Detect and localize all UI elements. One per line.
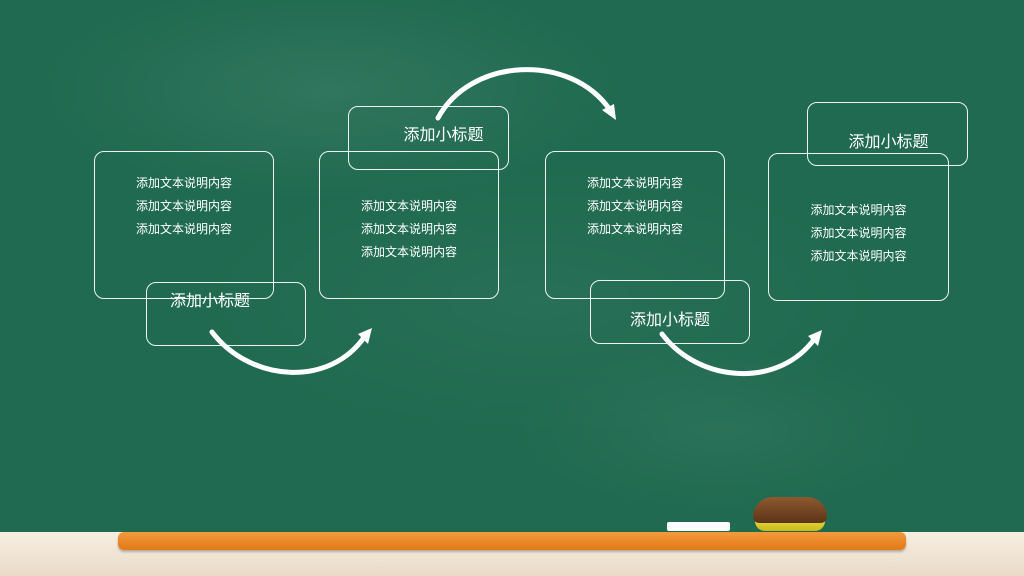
step-3-content-box: 添加文本说明内容 添加文本说明内容 添加文本说明内容 <box>545 151 725 299</box>
step-1-text: 添加文本说明内容 添加文本说明内容 添加文本说明内容 <box>95 172 273 241</box>
step-3-line-2: 添加文本说明内容 <box>586 199 683 213</box>
step-4-line-1: 添加文本说明内容 <box>810 203 907 217</box>
step-4-text: 添加文本说明内容 添加文本说明内容 添加文本说明内容 <box>769 199 948 268</box>
step-3-subtitle: 添加小标题 <box>629 310 710 329</box>
step-3-line-1: 添加文本说明内容 <box>586 176 683 190</box>
step-2-line-2: 添加文本说明内容 <box>360 222 457 236</box>
step-1-line-2: 添加文本说明内容 <box>135 199 232 213</box>
step-2-text: 添加文本说明内容 添加文本说明内容 添加文本说明内容 <box>320 195 498 264</box>
step-4-content-box: 添加文本说明内容 添加文本说明内容 添加文本说明内容 <box>768 153 949 301</box>
step-4-subtitle-box: 添加小标题 <box>807 102 968 166</box>
arrow-3-icon <box>659 330 822 377</box>
step-3-subtitle-box: 添加小标题 <box>590 280 750 344</box>
step-1-line-3: 添加文本说明内容 <box>135 222 232 236</box>
step-1-content-box: 添加文本说明内容 添加文本说明内容 添加文本说明内容 <box>94 151 274 299</box>
chalk-stick-icon <box>667 522 730 531</box>
step-3-line-3: 添加文本说明内容 <box>586 222 683 236</box>
eraser-icon <box>753 497 827 533</box>
arrow-2-icon <box>435 67 616 121</box>
arrow-1-icon <box>209 328 372 375</box>
step-2-line-3: 添加文本说明内容 <box>360 245 457 259</box>
step-2-subtitle-box: 添加小标题 <box>348 106 509 170</box>
step-2-content-box: 添加文本说明内容 添加文本说明内容 添加文本说明内容 <box>319 151 499 299</box>
chalk-ledge <box>118 532 906 550</box>
step-1-subtitle-box: 添加小标题 <box>146 282 306 346</box>
step-1-subtitle: 添加小标题 <box>169 291 250 310</box>
step-4-subtitle: 添加小标题 <box>848 132 929 151</box>
step-1-line-1: 添加文本说明内容 <box>135 176 232 190</box>
step-3-text: 添加文本说明内容 添加文本说明内容 添加文本说明内容 <box>546 172 724 241</box>
step-2-subtitle: 添加小标题 <box>403 125 484 144</box>
step-4-line-2: 添加文本说明内容 <box>810 226 907 240</box>
step-4-line-3: 添加文本说明内容 <box>810 249 907 263</box>
step-2-line-1: 添加文本说明内容 <box>360 199 457 213</box>
